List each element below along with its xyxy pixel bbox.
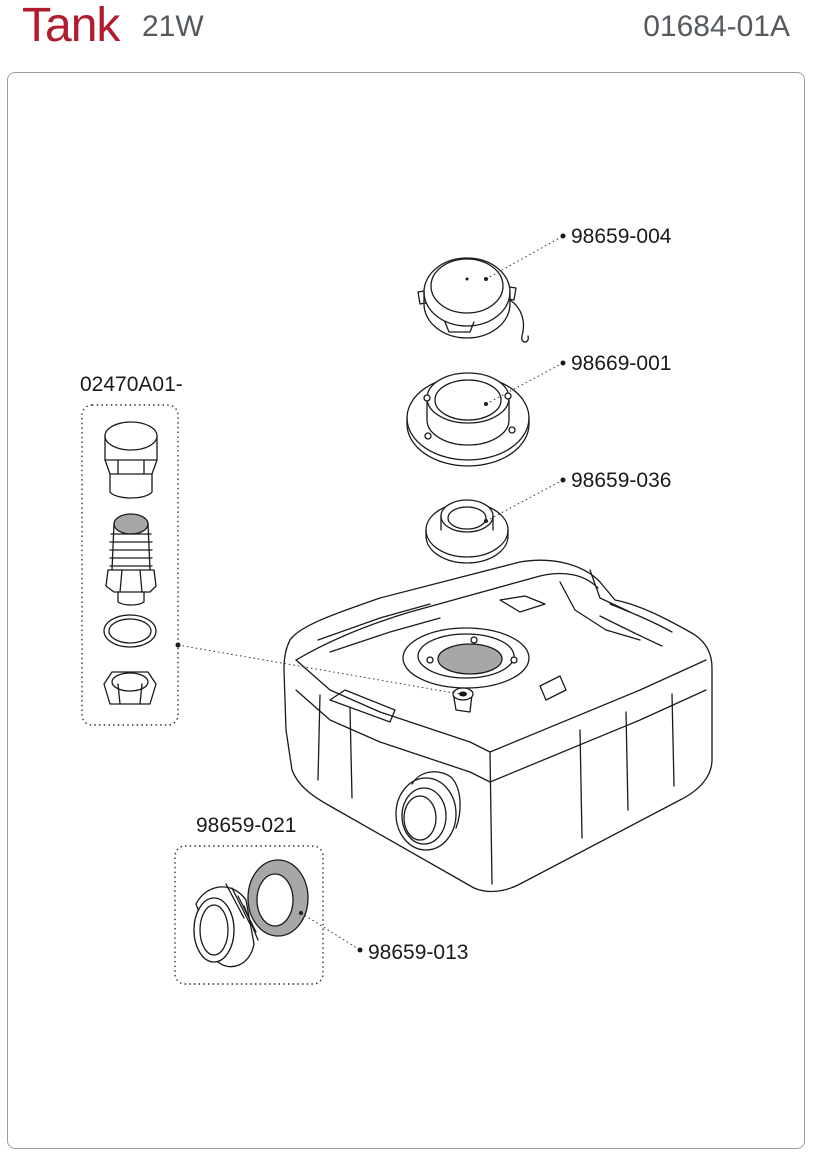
diagram-frame <box>7 72 805 1149</box>
vent-kit-box <box>81 404 179 726</box>
tank-body[interactable] <box>283 559 713 893</box>
gasket-part[interactable] <box>247 859 309 937</box>
cap-part[interactable] <box>417 257 529 343</box>
vent-kit-parts[interactable] <box>103 421 158 705</box>
label-vent-kit: 02470A01- <box>80 373 183 396</box>
deck-flange-part[interactable] <box>406 372 530 467</box>
label-outlet-kit: 98659-021 <box>196 814 296 837</box>
label-cap: 98659-004 <box>571 225 672 248</box>
page-title: Tank <box>22 0 120 52</box>
outlet-kit-box <box>174 845 324 985</box>
outlet-nut-part[interactable] <box>193 883 259 968</box>
document-number: 01684-01A <box>643 10 790 43</box>
page-subtitle: 21W <box>142 10 204 43</box>
label-adapter-ring: 98659-036 <box>571 469 671 492</box>
adapter-ring-part[interactable] <box>425 499 509 564</box>
label-deck-flange: 98669-001 <box>571 352 671 375</box>
label-gasket: 98659-013 <box>368 941 468 964</box>
